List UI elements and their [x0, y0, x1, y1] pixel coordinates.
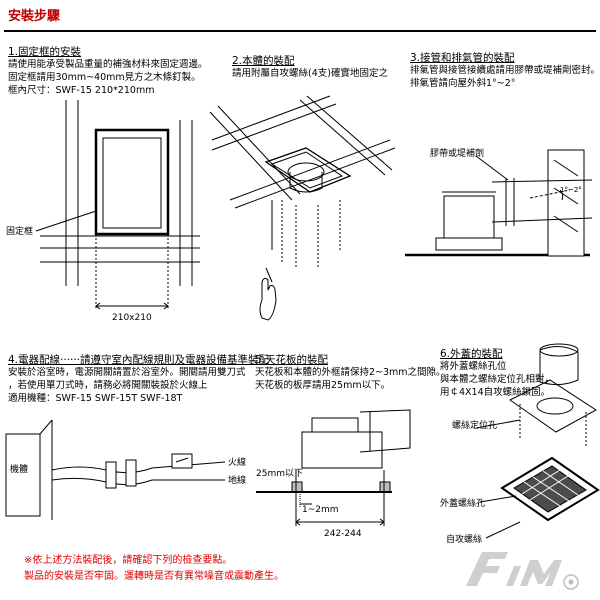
fig5-gap-label: 1~2mm [302, 505, 339, 515]
step4-line3: 適用機種：SWF-15 SWF-15T SWF-18T [8, 393, 183, 404]
step3-line1: 排氣管與接管接續處請用膠帶或堤補劑密封。 [410, 65, 600, 76]
fig6-screw-label: 自攻螺絲 [446, 533, 482, 545]
step5-line1: 天花板和本體的外框請保持2~3mm之間隙。 [255, 367, 446, 378]
fig1-frame-label: 固定框 [6, 225, 33, 237]
fig1-frame-drawing [35, 100, 200, 310]
step6-line3: 用￠4X14自攻螺絲鎖固。 [440, 387, 551, 398]
fig3-tape-label: 膠帶或堤補劑 [430, 147, 484, 159]
note-line1: ※依上述方法裝配後，請確認下列的檢查要點。 [24, 555, 233, 566]
fig1-dimension-label: 210x210 [112, 313, 152, 323]
step3-line2: 排氣管請向屋外斜1°~2° [410, 78, 516, 89]
step2-line1: 請用附屬自攻螺絲(4支)確實地固定之 [232, 68, 388, 79]
fig5-thickness-label: 25mm以下 [256, 469, 303, 479]
fig4-wiring-drawing [5, 419, 226, 520]
fig3-angle-label: 1°~2° [560, 186, 582, 194]
step4-line1: 安裝於浴室時，電源開關請置於浴室外。開關請用雙刀式 [8, 367, 246, 378]
step6-line1: 將外蓋螺絲孔位 [440, 361, 507, 372]
note-line2: 製品的安裝是否牢固。運轉時是否有異常噪音或震動產生。 [24, 571, 284, 582]
fig2-body-drawing [209, 95, 396, 321]
fig4-body-label: 機體 [10, 463, 28, 475]
step5-heading: 5.天花板的裝配 [255, 354, 329, 366]
step4-line2: ，若使用單刀式時，請務必將開關裝設於火線上 [8, 380, 208, 391]
fig6-cover-drawing [475, 343, 600, 539]
page-title: 安裝步驟 [8, 9, 61, 24]
step1-line1: 請使用能承受製品重量的補強材料來固定週邊。 [8, 59, 208, 70]
fig5-width-label: 242-244 [324, 529, 362, 539]
fig4-live-label: 火線 [228, 456, 246, 468]
fig5-ceiling-drawing [256, 409, 411, 526]
fig3-duct-drawing [405, 149, 593, 257]
brand-logo-watermark [466, 552, 579, 590]
fig6-locator-label: 螺絲定位孔 [452, 419, 497, 431]
step2-heading: 2.本體的裝配 [232, 55, 295, 67]
step5-line2: 天花板的板厚請用25mm以下。 [255, 380, 391, 391]
title-underline [4, 30, 596, 32]
step1-line3: 框內尺寸：SWF-15 210*210mm [8, 85, 155, 96]
step4-heading: 4.電器配線‧‧‧‧‧‧請遵守室內配線規則及電器設備基準裝配 [8, 354, 270, 366]
step3-heading: 3.接管和排氣管的裝配 [410, 52, 515, 64]
step6-heading: 6.外蓋的裝配 [440, 348, 503, 360]
step1-heading: 1.固定框的安裝 [8, 46, 82, 58]
fig6-cover-hole-label: 外蓋螺絲孔 [440, 497, 485, 509]
fig4-ground-label: 地線 [228, 474, 246, 486]
step6-line2: 與本體之螺絲定位孔相對， [440, 374, 555, 385]
step1-line2: 固定框請用30mm~40mm見方之木條釘製。 [8, 72, 201, 83]
